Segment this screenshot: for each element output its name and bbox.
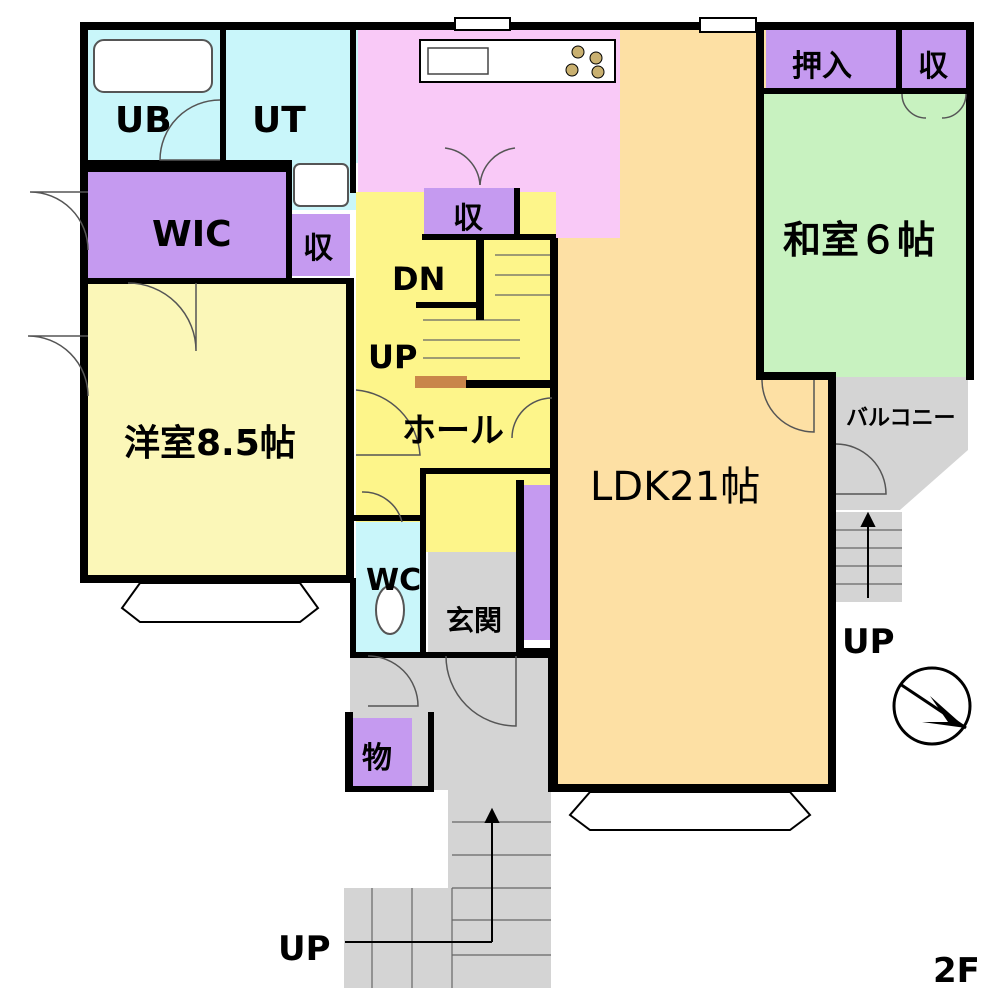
shu-kitchen-label: 収 xyxy=(453,201,484,236)
genkan-shelf xyxy=(523,485,551,640)
bathtub xyxy=(93,39,213,93)
washitsu-floor xyxy=(762,92,967,377)
balcony-floor xyxy=(834,377,968,510)
mono-label: 物 xyxy=(362,741,392,776)
up-entry-label: UP xyxy=(278,929,331,969)
balcony-label: バルコニー xyxy=(846,406,956,431)
ut-label: UT xyxy=(252,100,306,141)
oshiire-floor xyxy=(766,30,896,90)
youshitsu-floor xyxy=(86,283,348,577)
wash-basin xyxy=(293,163,349,207)
shu-wash-floor xyxy=(292,214,350,276)
shu-washitsu-floor xyxy=(902,30,966,90)
shu-kitchen-floor xyxy=(424,188,516,240)
dn-label: DN xyxy=(392,260,445,298)
toilet xyxy=(375,585,405,635)
stair-step-marker xyxy=(415,376,467,388)
door-swings xyxy=(27,93,967,727)
shu-wash-label: 収 xyxy=(303,231,334,266)
walls xyxy=(80,22,974,792)
wc-label: WC xyxy=(366,563,421,598)
mono-floor xyxy=(350,718,412,786)
wic-floor xyxy=(86,172,286,280)
oshiire-label: 押入 xyxy=(792,49,852,84)
north-arrow-icon xyxy=(892,666,972,746)
floor-label: 2F xyxy=(933,951,980,991)
wic-label: WIC xyxy=(152,214,232,255)
windows xyxy=(120,17,812,831)
youshitsu-label: 洋室8.5帖 xyxy=(124,423,296,464)
shu-washitsu-label: 収 xyxy=(918,49,949,84)
entry-stairs-bottom xyxy=(344,888,454,988)
up-balcony-label: UP xyxy=(842,622,895,662)
genkan-label: 玄関 xyxy=(446,604,502,637)
washitsu-label: 和室６帖 xyxy=(783,218,935,262)
up-arrows xyxy=(345,511,876,943)
up-stair-label: UP xyxy=(368,338,417,376)
kitchen-counter xyxy=(419,39,616,83)
genkan-floor xyxy=(428,552,523,657)
entry-stair-lines xyxy=(371,254,902,988)
ut-floor xyxy=(226,28,358,163)
hall-label: ホール xyxy=(402,411,504,451)
ldk-label: LDK21帖 xyxy=(590,464,760,510)
ub-label: UB xyxy=(115,100,172,141)
